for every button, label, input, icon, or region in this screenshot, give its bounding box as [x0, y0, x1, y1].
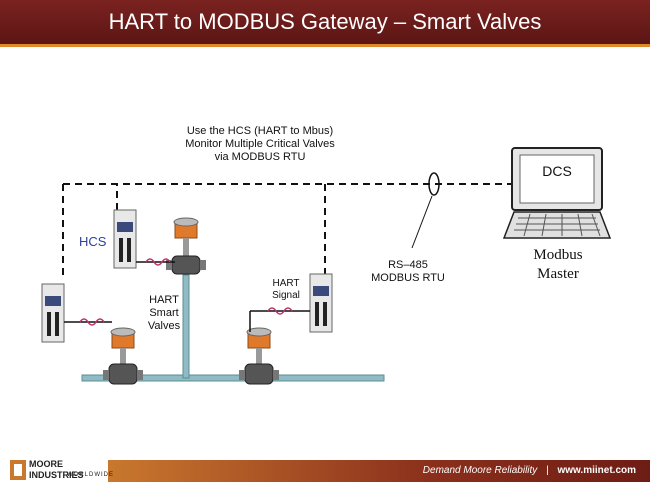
caption-line-2: Monitor Multiple Critical Valves — [185, 138, 335, 150]
logo-mark-icon — [10, 460, 26, 480]
rs485-label-line-2: MODBUS RTU — [371, 272, 445, 284]
master-label-line-1: Modbus — [533, 247, 583, 263]
signal-wave-right — [267, 307, 293, 315]
valves-label-line-3: Valves — [147, 320, 181, 332]
hart-signal-wires — [64, 258, 310, 332]
master-label-line-2: Master — [537, 266, 579, 282]
laptop-icon — [502, 147, 612, 239]
footer-bar — [108, 460, 650, 482]
hcs-module-display — [117, 222, 133, 232]
smart-valve-lower-right — [239, 327, 279, 385]
pipe-vertical — [182, 274, 190, 379]
hcs-module-left — [41, 283, 65, 343]
signal-wave-left — [79, 318, 105, 326]
hart-signal-label: HART Signal — [264, 278, 308, 302]
company-logo: MOORE INDUSTRIES WORLDWIDE — [10, 458, 120, 484]
modbus-master-label: Modbus Master — [510, 246, 606, 284]
signal-label-line-1: HART — [272, 278, 300, 289]
bus-tap-marker — [428, 172, 440, 196]
signal-wave-upper — [145, 258, 171, 266]
rs485-callout-line — [411, 195, 433, 249]
smart-valve-lower-left — [103, 327, 143, 385]
rs485-bus — [62, 183, 512, 280]
footer-tagline: Demand Moore Reliability — [422, 465, 538, 476]
hart-smart-valves-label: HART Smart Valves — [142, 294, 186, 333]
slide-title: HART to MODBUS Gateway – Smart Valves — [108, 9, 542, 34]
hcs-module-right — [309, 273, 333, 333]
valves-label-line-1: HART — [149, 294, 179, 306]
signal-label-line-2: Signal — [272, 290, 300, 301]
caption-line-3: via MODBUS RTU — [214, 151, 306, 163]
diagram-caption: Use the HCS (HART to Mbus) Monitor Multi… — [160, 125, 360, 164]
title-bar — [0, 0, 650, 47]
hcs-label: HCS — [79, 234, 107, 249]
laptop-keyboard — [502, 211, 612, 239]
logo-text-2: INDUSTRIES — [29, 470, 84, 480]
process-pipes — [81, 274, 385, 382]
caption-line-1: Use the HCS (HART to Mbus) — [186, 125, 334, 137]
hcs-module-upper — [113, 209, 137, 269]
smart-valve-upper — [166, 217, 206, 275]
pipe-horizontal — [81, 374, 385, 382]
dcs-label: DCS — [542, 163, 572, 179]
footer-separator: | — [546, 465, 549, 476]
rs485-label-line-1: RS–485 — [388, 259, 428, 271]
hcs-module-body — [113, 209, 137, 269]
footer-tagline-row: Demand Moore Reliability | www.miinet.co… — [423, 460, 636, 482]
footer-url-link[interactable]: www.miinet.com — [557, 465, 636, 476]
rs485-label: RS–485 MODBUS RTU — [358, 259, 458, 285]
valves-label-line-2: Smart — [149, 307, 179, 319]
logo-text-3: WORLDWIDE — [67, 472, 114, 478]
logo-text-1: MOORE — [29, 459, 64, 469]
